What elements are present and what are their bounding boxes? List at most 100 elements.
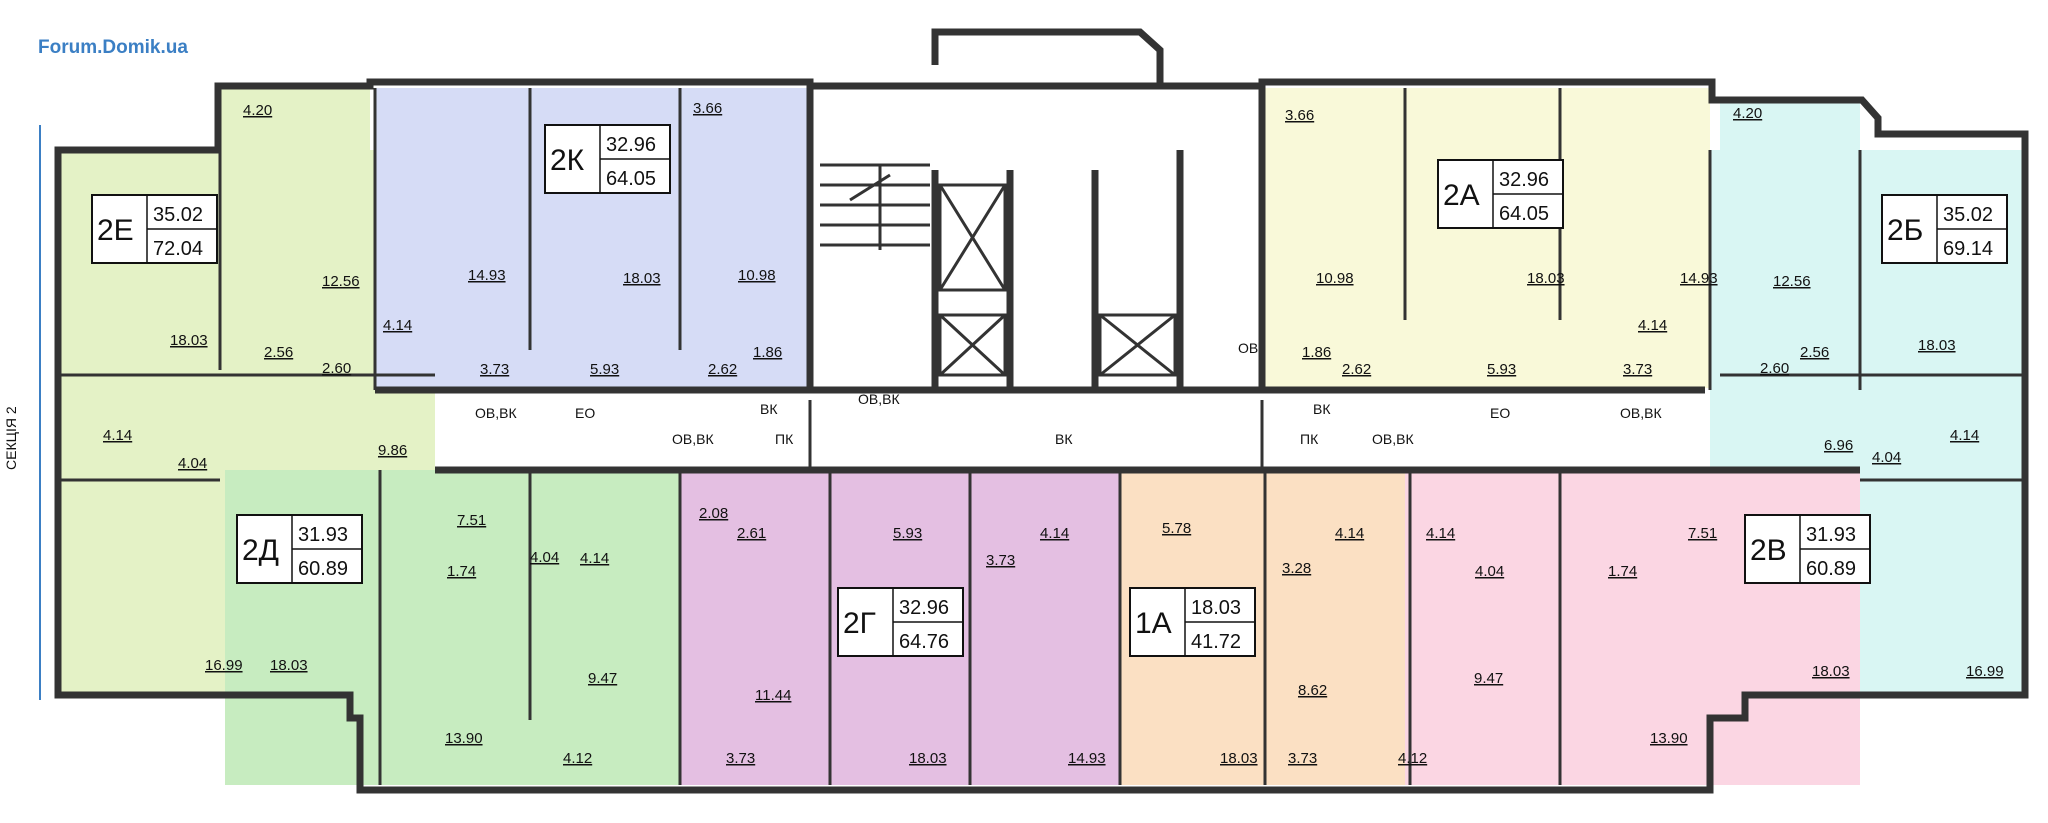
room-area-label: 2.56 xyxy=(264,344,293,361)
apartment-living-area: 32.96 xyxy=(1499,169,1549,191)
room-area-label: 14.93 xyxy=(468,267,506,284)
room-area-label: 3.73 xyxy=(480,361,509,378)
stair xyxy=(820,163,930,250)
room-area-label: 7.51 xyxy=(457,512,486,529)
apartment-total-area: 64.76 xyxy=(899,631,949,653)
room-area-label: 9.86 xyxy=(378,442,407,459)
apartment-total-area: 64.05 xyxy=(606,168,656,190)
room-area-label: 3.66 xyxy=(693,100,722,117)
room-area-label: 18.03 xyxy=(1812,663,1850,680)
apartment-total-area: 60.89 xyxy=(1806,558,1856,580)
apartment-total-area: 72.04 xyxy=(153,238,203,260)
room-area-label: 18.03 xyxy=(909,750,947,767)
room-area-label: 4.14 xyxy=(1950,427,1979,444)
room-area-label: 13.90 xyxy=(445,730,483,747)
section-label: СЕКЦІЯ 2 xyxy=(3,406,19,470)
utility-caption: ПК xyxy=(1300,431,1319,447)
room-area-label: 4.04 xyxy=(178,455,207,472)
utility-caption: ОВ,ВК xyxy=(672,431,714,447)
corridor-top xyxy=(375,386,1860,474)
room-area-label: 10.98 xyxy=(738,267,776,284)
room-area-label: 4.14 xyxy=(580,550,609,567)
apartment-living-area: 31.93 xyxy=(1806,524,1856,546)
room-area-label: 13.90 xyxy=(1650,730,1688,747)
room-area-label: 18.03 xyxy=(623,270,661,287)
core-stair-wall xyxy=(806,86,1266,390)
core-bottom xyxy=(808,400,1264,470)
apartment-total-area: 69.14 xyxy=(1943,238,1993,260)
room-area-label: 4.20 xyxy=(1733,105,1762,122)
apartment-2e-balcony xyxy=(220,88,370,150)
room-area-label: 2.56 xyxy=(1800,344,1829,361)
apartment-living-area: 32.96 xyxy=(606,134,656,156)
room-area-label: 14.93 xyxy=(1680,270,1718,287)
room-area-label: 4.12 xyxy=(563,750,592,767)
utility-caption: ВК xyxy=(1313,401,1331,417)
room-area-label: 5.93 xyxy=(590,361,619,378)
room-area-label: 3.66 xyxy=(1285,107,1314,124)
apartment-name: 2Г xyxy=(843,607,876,640)
utility-caption: ВК xyxy=(1055,431,1073,447)
room-area-label: 3.73 xyxy=(986,552,1015,569)
room-area-label: 4.12 xyxy=(1398,750,1427,767)
core-top xyxy=(931,28,1164,86)
elevator-shafts xyxy=(938,183,1177,377)
room-area-label: 18.03 xyxy=(1918,337,1956,354)
outer-wall xyxy=(54,78,2029,794)
apartment-name: 2А xyxy=(1443,179,1480,212)
apartment-2b-balcony xyxy=(1720,100,1860,150)
room-area-label: 4.04 xyxy=(1475,563,1504,580)
apartment-name: 2Б xyxy=(1887,214,1923,247)
apartment-name: 2В xyxy=(1750,534,1787,567)
apartment-living-area: 18.03 xyxy=(1191,597,1241,619)
room-area-label: 2.61 xyxy=(737,525,766,542)
room-area-label: 18.03 xyxy=(1220,750,1258,767)
room-area-label: 3.73 xyxy=(1623,361,1652,378)
room-area-label: 9.47 xyxy=(588,670,617,687)
utility-caption: ОВ xyxy=(1238,340,1258,356)
utility-caption: ОВ,ВК xyxy=(475,405,517,421)
room-area-label: 1.86 xyxy=(753,344,782,361)
room-area-label: 1.74 xyxy=(1608,563,1637,580)
room-area-label: 5.93 xyxy=(1487,361,1516,378)
room-area-label: 8.62 xyxy=(1298,682,1327,699)
room-area-label: 4.14 xyxy=(1638,317,1667,334)
room-area-label: 2.08 xyxy=(699,505,728,522)
room-area-label: 12.56 xyxy=(322,273,360,290)
room-area-label: 5.78 xyxy=(1162,520,1191,537)
room-area-label: 3.28 xyxy=(1282,560,1311,577)
apartment-total-area: 60.89 xyxy=(298,558,348,580)
room-area-label: 2.62 xyxy=(1342,361,1371,378)
apartment-living-area: 32.96 xyxy=(899,597,949,619)
apartment-living-area: 35.02 xyxy=(153,204,203,226)
room-area-label: 18.03 xyxy=(170,332,208,349)
room-area-label: 1.74 xyxy=(447,563,476,580)
room-area-label: 11.44 xyxy=(755,687,791,704)
utility-caption: ВК xyxy=(760,401,778,417)
room-area-label: 4.20 xyxy=(243,102,272,119)
room-area-label: 4.14 xyxy=(1335,525,1364,542)
room-area-label: 12.56 xyxy=(1773,273,1811,290)
room-area-label: 16.99 xyxy=(1966,663,2004,680)
apartment-total-area: 41.72 xyxy=(1191,631,1241,653)
room-area-label: 4.04 xyxy=(1872,449,1901,466)
utility-caption: ОВ,ВК xyxy=(1620,405,1662,421)
apartment-title-7: 2В 31.93 60.89 xyxy=(1744,514,1871,584)
room-area-label: 14.93 xyxy=(1068,750,1106,767)
room-area-label: 18.03 xyxy=(270,657,308,674)
room-area-label: 18.03 xyxy=(1527,270,1565,287)
room-area-label: 4.14 xyxy=(1040,525,1069,542)
room-area-label: 4.14 xyxy=(1426,525,1455,542)
room-area-label: 2.60 xyxy=(322,360,351,377)
room-area-label: 2.62 xyxy=(708,361,737,378)
utility-caption: ОВ,ВК xyxy=(1372,431,1414,447)
utility-caption: ПК xyxy=(775,431,794,447)
apartment-living-area: 31.93 xyxy=(298,524,348,546)
apartment-2b-lower xyxy=(1860,460,2025,695)
